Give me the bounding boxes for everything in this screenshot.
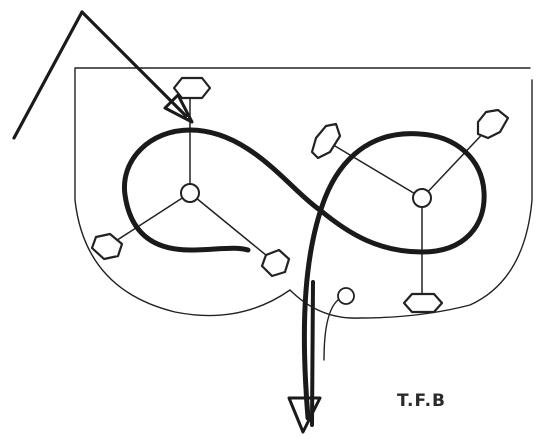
incoming-thread-left-leg: [12, 10, 84, 140]
right-rotor-jaw-upper-right: [476, 108, 510, 140]
left-rotor-jaw-top: [172, 76, 212, 100]
outgoing-thread-line: [310, 280, 315, 427]
figure-eight-thread: [121, 127, 487, 421]
left-rotor-spoke-right: [189, 192, 273, 261]
left-rotor-spoke-left: [107, 192, 191, 247]
housing-outline: [74, 67, 533, 319]
guide-roller-wheel: [337, 287, 355, 305]
left-rotor-jaw-left: [90, 232, 124, 261]
incoming-thread: [12, 10, 194, 140]
right-rotor: [310, 108, 510, 314]
right-rotor-spoke-upper-left: [329, 142, 423, 199]
incoming-thread-diagonal: [80, 10, 188, 118]
right-rotor-jaw-upper-left: [310, 122, 342, 160]
right-rotor-spoke-upper-right: [421, 125, 491, 199]
guide-roller: [323, 287, 355, 361]
guide-roller-arm: [323, 299, 339, 361]
diagram-label: T.F.B: [397, 391, 446, 411]
left-rotor: [90, 76, 291, 278]
left-rotor-hub: [180, 183, 200, 203]
left-rotor-jaw-right: [260, 248, 291, 278]
right-rotor-jaw-bottom: [402, 292, 444, 314]
incoming-thread-arrowhead: [163, 93, 194, 124]
right-rotor-hub: [412, 188, 432, 208]
